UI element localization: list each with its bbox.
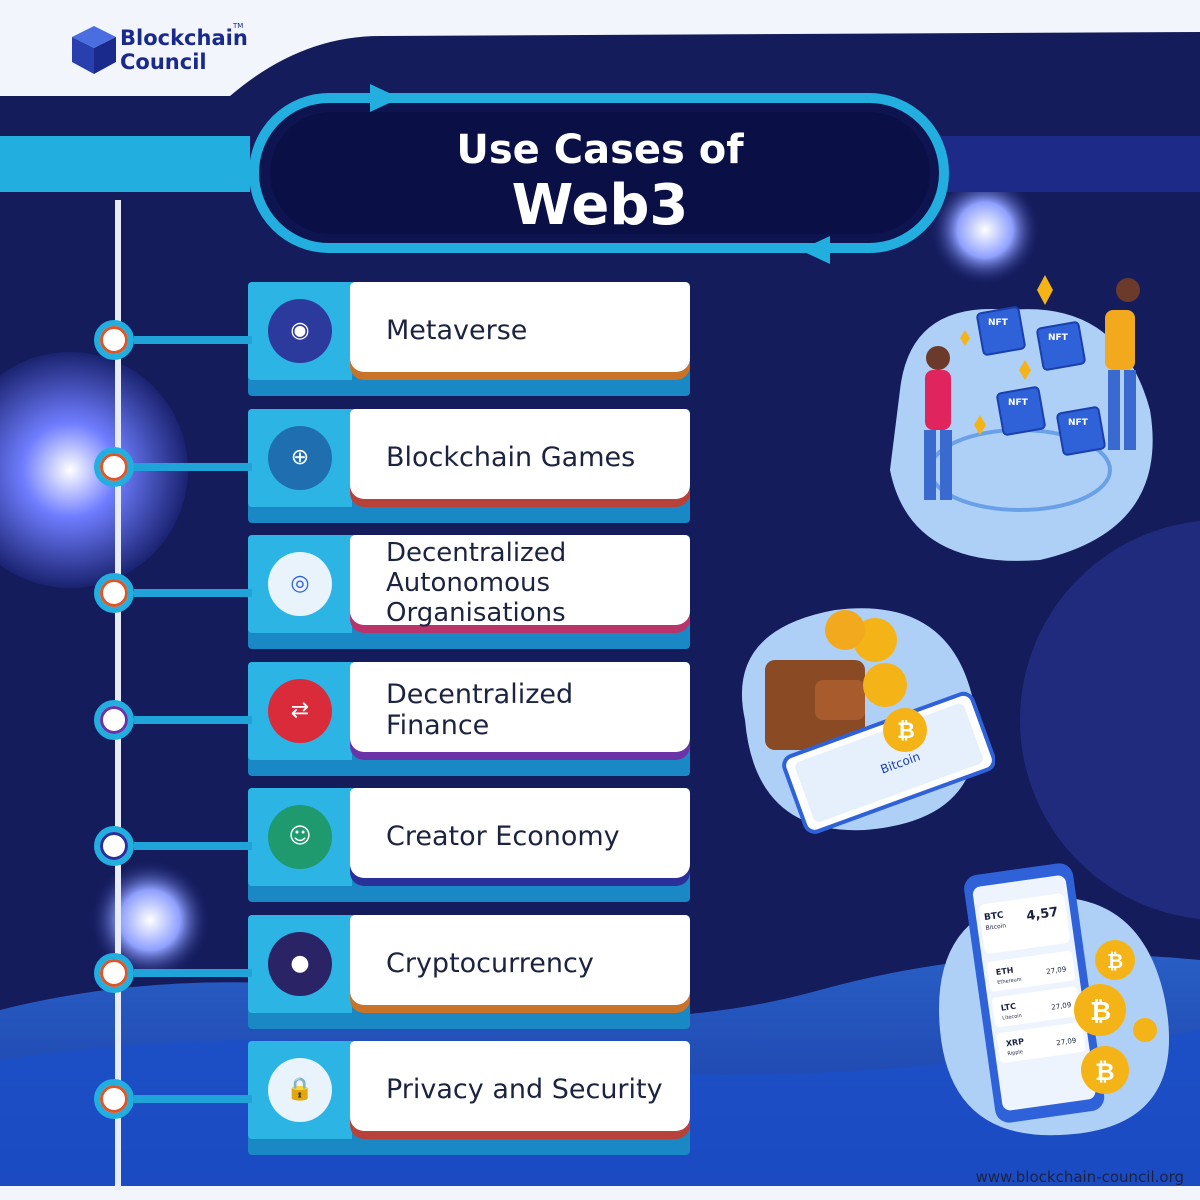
svg-text:₿: ₿ [1090,997,1111,1027]
timeline-node-ring [100,453,128,481]
svg-text:₿: ₿ [1107,949,1123,973]
use-case-label: Privacy and Security [386,1073,663,1105]
card-panel [350,788,690,878]
brand-line1: Blockchain [120,26,248,50]
vr-headset-icon-glyph: ◉ [290,318,310,343]
bitcoin-wallet-illustration: Bitcoin ₿ [741,608,995,834]
timeline-connector [134,463,252,471]
title-line2: Web3 [511,173,689,238]
phone-xrp-symbol: XRP [1005,1037,1024,1048]
crypto-prices-phone-illustration: BTC Bitcoin 4,57 ETH Ethereum 27,09 LTC … [939,863,1170,1136]
phone-btc-name: Bitcoin [985,922,1007,932]
card-panel [350,1041,690,1131]
trademark: TM [233,22,244,30]
card-panel [350,282,690,372]
gamepad-icon-glyph: ⊕ [290,445,310,470]
timeline-connector [134,969,252,977]
title-frame [249,84,949,264]
gamepad-icon: ⊕ [268,426,332,490]
nft-label-3: NFT [1008,398,1029,408]
timeline-connector [134,842,252,850]
phone-btc-value: 4,57 [1025,905,1059,924]
vr-headset-icon: ◉ [268,299,332,363]
card-panel [350,915,690,1005]
nft-label-4: NFT [1068,418,1089,428]
brand-line2: Council [120,50,207,74]
phone-ltc-name: Litecoin [1002,1013,1022,1022]
page-title: Use Cases of Web3 [300,124,900,236]
footer-url[interactable]: www.blockchain-council.org [975,1168,1184,1186]
timeline-connector [134,716,252,724]
nft-label-1: NFT [988,318,1009,328]
use-case-label: Blockchain Games [386,441,636,473]
use-case-label: Decentralized Finance [386,679,574,741]
phone-btc-symbol: BTC [984,910,1005,923]
timeline-node-ring [100,832,128,860]
defi-globe-icon-glyph: ◎ [290,571,310,596]
coin-exchange-icon: ⇄ [268,679,332,743]
title-line1: Use Cases of [456,127,744,173]
brand-name: Blockchain Council [120,26,248,74]
timeline-node-ring [100,579,128,607]
timeline-node-ring [100,706,128,734]
logo-cube-icon [72,26,116,74]
timeline-node-ring [100,959,128,987]
metaverse-nft-illustration: NFT NFT NFT NFT [890,275,1153,561]
card-panel [350,662,690,752]
phone-eth-symbol: ETH [995,966,1014,977]
creator-icon-glyph: ☺ [288,824,312,849]
phone-xrp-value: 27,09 [1056,1037,1077,1048]
defi-globe-icon: ◎ [268,552,332,616]
lock-document-icon: 🔒 [268,1058,332,1122]
use-case-label: Cryptocurrency [386,947,594,979]
svg-text:₿: ₿ [1095,1058,1115,1086]
use-case-label: Creator Economy [386,820,620,852]
crypto-coins-icon: ● [268,932,332,996]
phone-eth-name: Ethereum [997,977,1022,986]
timeline-node-ring [100,326,128,354]
timeline-node-ring [100,1085,128,1113]
phone-xrp-name: Ripple [1007,1049,1023,1057]
card-panel [350,535,690,625]
phone-ltc-symbol: LTC [1000,1002,1016,1013]
phone-eth-value: 27,09 [1046,965,1067,976]
use-case-label: Decentralized Autonomous Organisations [386,538,567,628]
use-case-label: Metaverse [386,314,528,346]
creator-icon: ☺ [268,805,332,869]
timeline-connector [134,336,252,344]
card-panel [350,409,690,499]
timeline-connector [134,589,252,597]
svg-text:₿: ₿ [897,719,915,744]
crypto-coins-icon-glyph: ● [290,951,310,976]
lock-document-icon-glyph: 🔒 [286,1077,314,1102]
phone-ltc-value: 27,09 [1051,1001,1072,1012]
timeline-connector [134,1095,252,1103]
coin-exchange-icon-glyph: ⇄ [290,698,310,723]
nft-label-2: NFT [1048,333,1069,343]
